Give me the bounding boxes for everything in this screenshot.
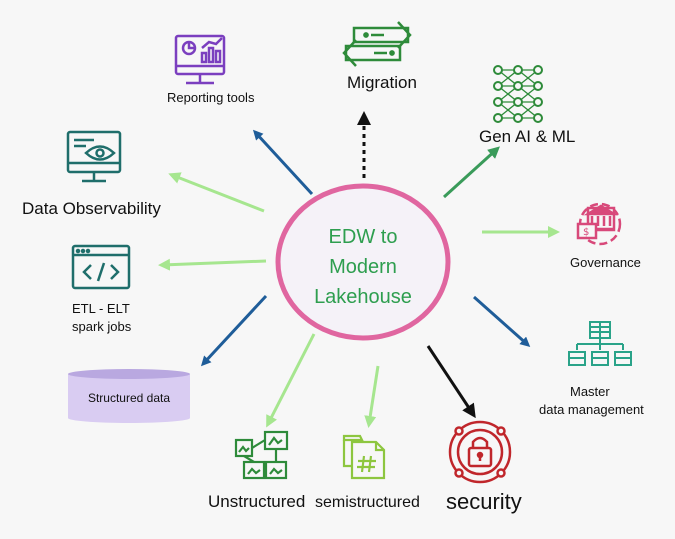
arrow-to-etl <box>158 258 267 271</box>
structured-cylinder <box>68 369 190 423</box>
migration-icon <box>342 21 412 67</box>
semistructured-icon <box>342 434 386 480</box>
label-structured: Structured data <box>87 391 171 405</box>
arrow-to-reporting <box>252 129 314 196</box>
etl-icon <box>71 244 131 290</box>
label-etl-2: spark jobs <box>72 319 132 334</box>
gen-ai-icon <box>493 65 543 123</box>
governance-icon: $ <box>576 202 622 246</box>
observability-icon <box>66 130 122 183</box>
svg-text:$: $ <box>583 227 589 238</box>
label-etl-1: ETL - ELT <box>72 301 130 316</box>
arrow-to-structured <box>200 294 268 367</box>
center-ellipse <box>275 183 451 341</box>
label-security: security <box>446 489 522 514</box>
arrow-to-security <box>426 345 476 419</box>
label-gen-ai: Gen AI & ML <box>479 127 576 146</box>
security-icon <box>448 420 512 484</box>
label-semistructured: semistructured <box>315 494 420 511</box>
label-governance: Governance <box>570 255 641 270</box>
arrow-to-unstructured <box>266 333 316 428</box>
label-reporting: Reporting tools <box>167 90 255 105</box>
center-line-2: Modern <box>329 256 397 278</box>
label-unstructured: Unstructured <box>208 492 306 511</box>
arrow-to-mdm <box>473 295 531 347</box>
arrow-to-semistructured <box>364 365 380 428</box>
label-mdm-1: Master <box>570 384 610 399</box>
center-line-1: EDW to <box>328 226 398 248</box>
label-migration: Migration <box>347 73 417 92</box>
mdm-icon <box>568 321 632 366</box>
center-title: EDW to Modern Lakehouse <box>282 222 444 312</box>
arrow-to-observability <box>168 172 265 213</box>
center-line-3: Lakehouse <box>314 286 412 308</box>
arrow-to-gen-ai <box>442 146 500 199</box>
label-mdm-2: data management <box>539 402 644 417</box>
unstructured-icon <box>234 430 289 480</box>
reporting-icon <box>174 34 226 85</box>
label-observability: Data Observability <box>22 199 161 218</box>
